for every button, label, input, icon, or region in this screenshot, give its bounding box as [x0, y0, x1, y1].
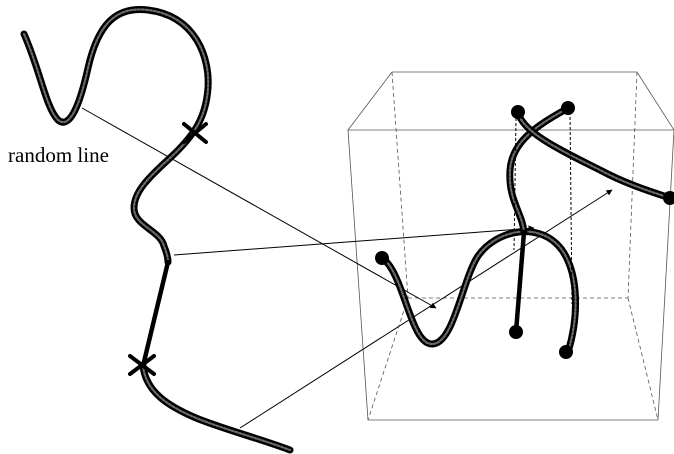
- box-piece-straight: [509, 229, 527, 339]
- hidden-links: [513, 111, 573, 305]
- box-piece-arc: [511, 105, 674, 205]
- perspective-box: [347, 71, 674, 421]
- wave-tube: [378, 228, 580, 356]
- arrow-from-middle-segment: [173, 225, 535, 256]
- s-curve-end-dot: [561, 101, 575, 115]
- box-back-face: [392, 71, 674, 131]
- mapping-arrows: [81, 107, 613, 429]
- straight-segment: [513, 229, 527, 335]
- box-hidden-diag-right: [627, 297, 659, 421]
- random-line-upper-tube-fill: [22, 8, 210, 264]
- hidden-link-right: [569, 111, 573, 305]
- box-hidden-left-edge: [391, 71, 409, 299]
- box-piece-s-curve: [506, 101, 575, 236]
- random-line-straight-segment: [140, 259, 171, 369]
- arc-end-dot: [663, 191, 674, 205]
- box-front-top-edge: [347, 71, 674, 131]
- wave-start-dot: [375, 251, 389, 265]
- box-piece-wave: [375, 228, 580, 359]
- arrow-from-top-segment: [81, 107, 437, 309]
- wave-tube-fill: [380, 230, 577, 354]
- s-curve-tube-fill: [508, 106, 570, 234]
- random-line-lower-tube-fill: [141, 364, 292, 452]
- arc-start-dot: [511, 105, 525, 119]
- random-line-upper-tube: [20, 5, 212, 266]
- wave-end-dot: [559, 345, 573, 359]
- cut-marker-bottom: [128, 354, 156, 376]
- straight-end-dot: [509, 325, 523, 339]
- box-hidden-diag-left: [367, 297, 409, 421]
- cut-marker-top: [182, 122, 208, 144]
- arrow-from-bottom-segment: [239, 189, 613, 429]
- random-line-label: random line: [8, 143, 109, 167]
- hidden-link-left: [513, 117, 517, 251]
- random-line: [20, 5, 294, 454]
- random-line-lower-tube: [139, 362, 294, 454]
- arc-tube-fill: [516, 110, 672, 200]
- box-right-edge: [657, 129, 674, 421]
